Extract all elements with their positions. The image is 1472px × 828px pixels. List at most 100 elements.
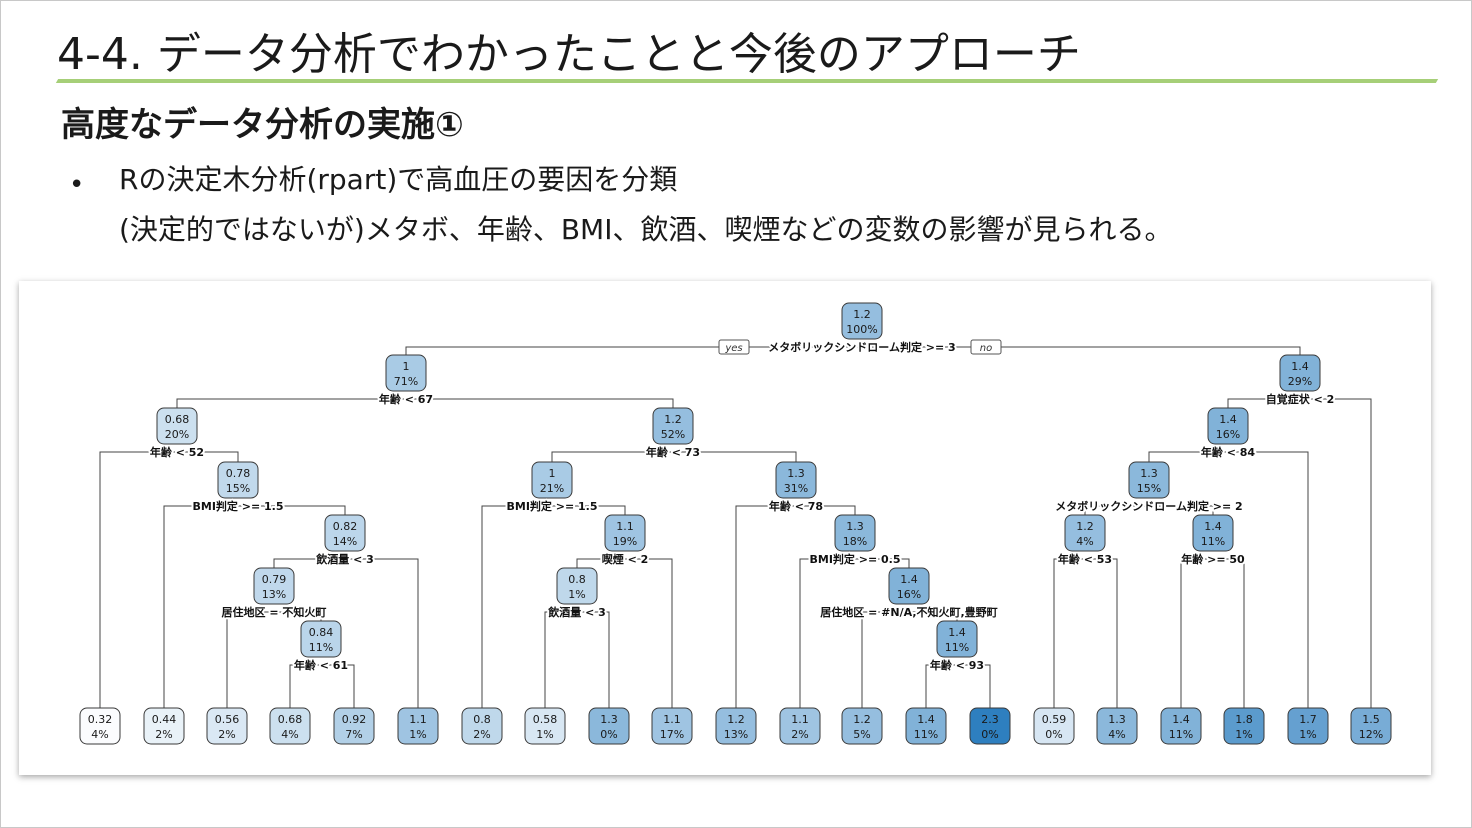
tree-node-value: 1.4 <box>900 573 918 586</box>
tree-node: 1.117% <box>651 707 693 745</box>
tree-edge <box>99 451 239 708</box>
tree-node: 0.684% <box>269 707 311 745</box>
tree-node-box <box>841 707 883 745</box>
tree-node-box <box>217 461 259 499</box>
tree-node-value: 1.2 <box>664 413 682 426</box>
tree-node-box <box>156 407 198 445</box>
tree-edge <box>226 611 322 708</box>
tree-node: 1.315% <box>1128 461 1170 499</box>
tree-node-box <box>1096 707 1138 745</box>
tree-split-label: 年齢 < 53 <box>1058 552 1112 566</box>
tree-node-percent: 16% <box>1216 428 1240 441</box>
tree-node-percent: 4% <box>91 728 108 741</box>
no-badge: no <box>970 339 1002 355</box>
tree-node-percent: 13% <box>724 728 748 741</box>
tree-nodes: 1.2100%171%1.429%0.6820%1.252%1.416%1.51… <box>79 302 1392 745</box>
tree-node-percent: 1% <box>1235 728 1252 741</box>
tree-node-box <box>834 514 876 552</box>
tree-node-box <box>1128 461 1170 499</box>
tree-node-percent: 29% <box>1288 375 1312 388</box>
tree-node-box <box>604 514 646 552</box>
tree-node-percent: 11% <box>1169 728 1193 741</box>
tree-edge <box>1053 558 1118 708</box>
tree-node-value: 1.2 <box>1076 520 1094 533</box>
tree-node-percent: 71% <box>394 375 418 388</box>
tree-node-box <box>1192 514 1234 552</box>
tree-node: 1.252% <box>652 407 694 445</box>
tree-split-label: 年齢 < 93 <box>930 658 984 672</box>
tree-edge <box>1084 505 1214 515</box>
tree-node-box <box>652 407 694 445</box>
tree-node-value: 0.82 <box>333 520 358 533</box>
tree-split-label: 年齢 < 52 <box>150 445 204 459</box>
tree-node-percent: 2% <box>791 728 808 741</box>
tree-node-value: 0.8 <box>473 713 491 726</box>
tree-node-box <box>1279 354 1321 392</box>
tree-node-percent: 4% <box>1108 728 1125 741</box>
tree-node-value: 1.4 <box>917 713 935 726</box>
tree-node-box <box>397 707 439 745</box>
tree-node-percent: 11% <box>1201 535 1225 548</box>
tree-node-box <box>524 707 566 745</box>
tree-edge <box>544 611 610 708</box>
tree-node-box <box>888 567 930 605</box>
tree-node-value: 1.4 <box>1204 520 1222 533</box>
tree-node-value: 0.79 <box>262 573 287 586</box>
tree-node-value: 0.44 <box>152 713 177 726</box>
tree-node-percent: 17% <box>660 728 684 741</box>
tree-node-box <box>253 567 295 605</box>
tree-node-box <box>385 354 427 392</box>
tree-node-value: 0.84 <box>309 626 334 639</box>
tree-node-percent: 52% <box>661 428 685 441</box>
tree-node: 0.81% <box>556 567 598 605</box>
tree-node-box <box>1064 514 1106 552</box>
tree-node: 1.411% <box>936 620 978 658</box>
tree-node-value: 1 <box>549 467 556 480</box>
tree-node: 0.59 0% <box>1033 707 1075 745</box>
tree-node-box <box>79 707 121 745</box>
tree-node-value: 0.59 <box>1042 713 1067 726</box>
tree-node-value: 0.32 <box>88 713 113 726</box>
tree-node-percent: 20% <box>165 428 189 441</box>
tree-node: 121% <box>531 461 573 499</box>
tree-node-value: 1.2 <box>727 713 745 726</box>
tree-node-percent: 31% <box>784 482 808 495</box>
tree-node: 1.331% <box>775 461 817 499</box>
tree-node: 1.24% <box>1064 514 1106 552</box>
tree-edge <box>405 346 1301 355</box>
tree-node-percent: 5% <box>853 728 870 741</box>
tree-edge <box>176 398 674 408</box>
no-badge-box <box>970 339 1002 355</box>
tree-split-label: メタボリックシンドローム判定 >= 3 <box>768 340 955 354</box>
tree-node-percent: 0% <box>1045 728 1062 741</box>
tree-node: 1.512% <box>1350 707 1392 745</box>
tree-node-box <box>1207 407 1249 445</box>
tree-node-value: 1.4 <box>1172 713 1190 726</box>
tree-edge <box>1227 398 1372 708</box>
tree-node-percent: 11% <box>945 641 969 654</box>
tree-node-value: 1.4 <box>948 626 966 639</box>
bullet-mark: • <box>69 170 85 200</box>
tree-node-box <box>841 302 883 340</box>
tree-node-value: 1.8 <box>1235 713 1253 726</box>
tree-node-value: 1.3 <box>787 467 805 480</box>
tree-node-percent: 12% <box>1359 728 1383 741</box>
tree-node: 1.119% <box>604 514 646 552</box>
tree-node-value: 0.56 <box>215 713 240 726</box>
tree-node: 0.581% <box>524 707 566 745</box>
tree-split-label: BMI判定 >= 1.5 <box>192 499 283 513</box>
tree-node-value: 1.5 <box>1362 713 1380 726</box>
tree-node-percent: 2% <box>473 728 490 741</box>
decision-tree-diagram: 1.2100%171%1.429%0.6820%1.252%1.416%1.51… <box>79 302 1392 745</box>
tree-node-box <box>143 707 185 745</box>
tree-node-percent: 0% <box>600 728 617 741</box>
tree-node-box <box>715 707 757 745</box>
tree-node: 1.34% <box>1096 707 1138 745</box>
tree-split-label: 飲酒量 < 3 <box>547 605 606 619</box>
tree-node: 0.927% <box>333 707 375 745</box>
tree-node-value: 1.1 <box>791 713 809 726</box>
